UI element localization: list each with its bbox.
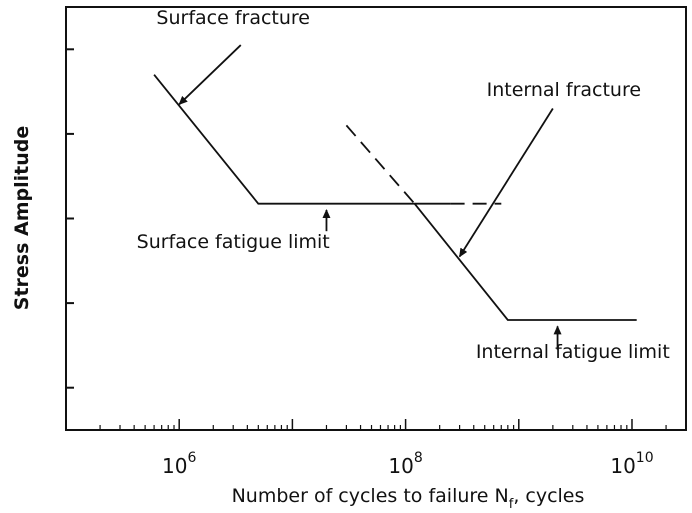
x-tick-labels: 106 108 1010 [162,450,654,478]
annotation-label: Internal fatigue limit [476,341,670,363]
data-series [153,74,637,321]
series-line-3 [345,124,416,205]
plot-frame [65,6,687,431]
annotation-arrow [178,44,242,105]
annotation-arrow [458,108,554,258]
x-tick-label: 106 [162,450,196,478]
series-line-1 [153,74,451,205]
series-line-4 [413,203,637,321]
x-axis-label: Number of cycles to failure Nf, cycles [232,485,585,512]
x-axis-major-ticks [65,419,633,430]
y-axis-ticks [66,48,74,389]
annotation-label: Surface fracture [156,7,310,29]
annotation-label: Surface fatigue limit [137,231,330,253]
annotation-label: Internal fracture [487,79,641,101]
x-axis-minor-ticks [99,425,687,430]
y-axis-label: Stress Amplitude [11,126,33,310]
x-tick-label: 108 [388,450,422,478]
x-tick-label: 1010 [610,450,653,478]
